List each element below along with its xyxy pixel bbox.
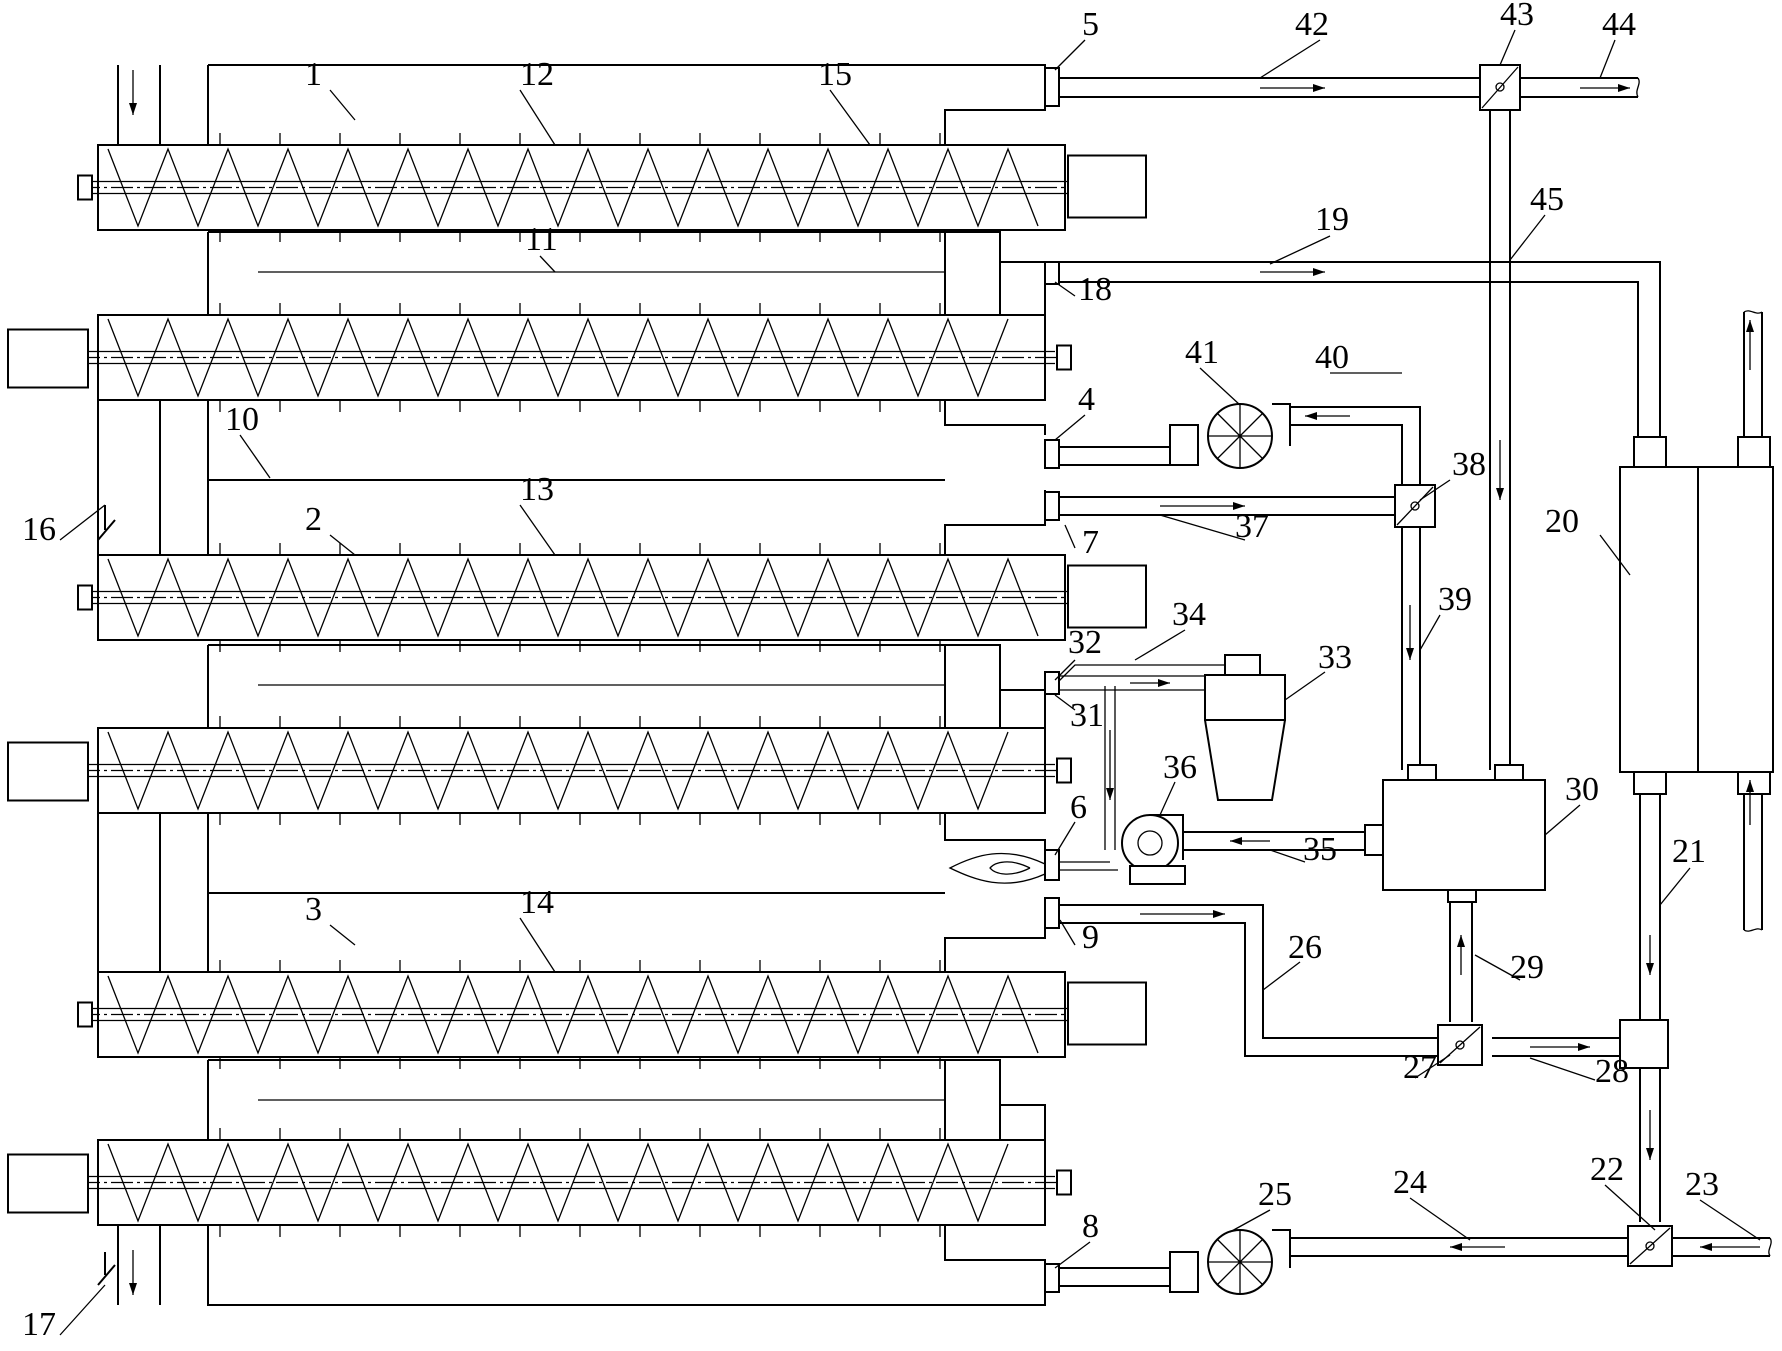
part-label-2: 2 <box>305 501 322 538</box>
part-label-37: 37 <box>1235 508 1269 545</box>
part-label-36: 36 <box>1163 749 1197 786</box>
part-label-7: 7 <box>1082 524 1099 561</box>
part-label-25: 25 <box>1258 1176 1292 1213</box>
part-label-39: 39 <box>1438 581 1472 618</box>
fan-25 <box>1169 1229 1291 1295</box>
cyclone-33 <box>1204 654 1286 801</box>
part-label-18: 18 <box>1078 271 1112 308</box>
motor <box>7 741 89 802</box>
part-label-16: 16 <box>22 511 56 548</box>
damper-16 <box>97 505 116 541</box>
piping <box>1058 77 1770 1287</box>
part-label-17: 17 <box>22 1306 56 1343</box>
part-label-15: 15 <box>818 56 852 93</box>
part-label-13: 13 <box>520 471 554 508</box>
part-label-11: 11 <box>525 221 558 258</box>
screw-conveyor <box>7 1128 1072 1237</box>
part-label-27: 27 <box>1403 1049 1437 1086</box>
part-label-34: 34 <box>1172 596 1206 633</box>
part-label-41: 41 <box>1185 334 1219 371</box>
part-label-35: 35 <box>1303 831 1337 868</box>
part-label-9: 9 <box>1082 919 1099 956</box>
part-label-33: 33 <box>1318 639 1352 676</box>
motor <box>7 1153 89 1214</box>
part-label-4: 4 <box>1078 381 1095 418</box>
screw-conveyor <box>7 716 1072 825</box>
part-label-32: 32 <box>1068 624 1102 661</box>
motor <box>1067 564 1147 629</box>
burner-flame-6 <box>948 852 1046 884</box>
screw-conveyors <box>7 133 1147 1237</box>
part-label-12: 12 <box>520 56 554 93</box>
screw-conveyor <box>77 543 1147 652</box>
heat-exchanger-20 <box>1619 466 1774 773</box>
furnace-nozzles <box>1044 67 1060 1293</box>
partition-baffles <box>208 231 1001 1140</box>
part-label-26: 26 <box>1288 929 1322 966</box>
part-label-5: 5 <box>1082 6 1099 43</box>
part-label-28: 28 <box>1595 1053 1629 1090</box>
part-label-3: 3 <box>305 891 322 928</box>
damper-17 <box>97 1252 116 1286</box>
tee-junction <box>1619 1019 1669 1069</box>
collector-box-30 <box>1382 779 1546 891</box>
screw-conveyor <box>77 960 1147 1069</box>
part-label-8: 8 <box>1082 1208 1099 1245</box>
part-label-14: 14 <box>520 884 554 921</box>
part-label-23: 23 <box>1685 1166 1719 1203</box>
part-label-44: 44 <box>1602 6 1636 43</box>
part-label-6: 6 <box>1070 789 1087 826</box>
part-label-45: 45 <box>1530 181 1564 218</box>
part-label-29: 29 <box>1510 949 1544 986</box>
screw-conveyor <box>7 303 1072 412</box>
blower-36 <box>1121 814 1186 885</box>
part-label-19: 19 <box>1315 201 1349 238</box>
part-label-42: 42 <box>1295 6 1329 43</box>
equipment <box>97 64 1774 1295</box>
part-label-20: 20 <box>1545 503 1579 540</box>
motor <box>7 328 89 389</box>
part-label-21: 21 <box>1672 833 1706 870</box>
part-label-31: 31 <box>1070 697 1104 734</box>
screw-conveyor <box>77 133 1147 242</box>
motor <box>1067 154 1147 219</box>
flow-arrows <box>129 70 1760 1295</box>
part-label-24: 24 <box>1393 1164 1427 1201</box>
leader-lines <box>59 29 1761 1336</box>
part-label-30: 30 <box>1565 771 1599 808</box>
motor <box>1067 981 1147 1046</box>
pipe-break-marks <box>1636 77 1772 1257</box>
part-label-22: 22 <box>1590 1151 1624 1188</box>
part-label-43: 43 <box>1500 0 1534 33</box>
part-label-40: 40 <box>1315 339 1349 376</box>
fan-41 <box>1169 403 1291 469</box>
part-label-38: 38 <box>1452 446 1486 483</box>
part-label-1: 1 <box>305 56 322 93</box>
part-label-10: 10 <box>225 401 259 438</box>
